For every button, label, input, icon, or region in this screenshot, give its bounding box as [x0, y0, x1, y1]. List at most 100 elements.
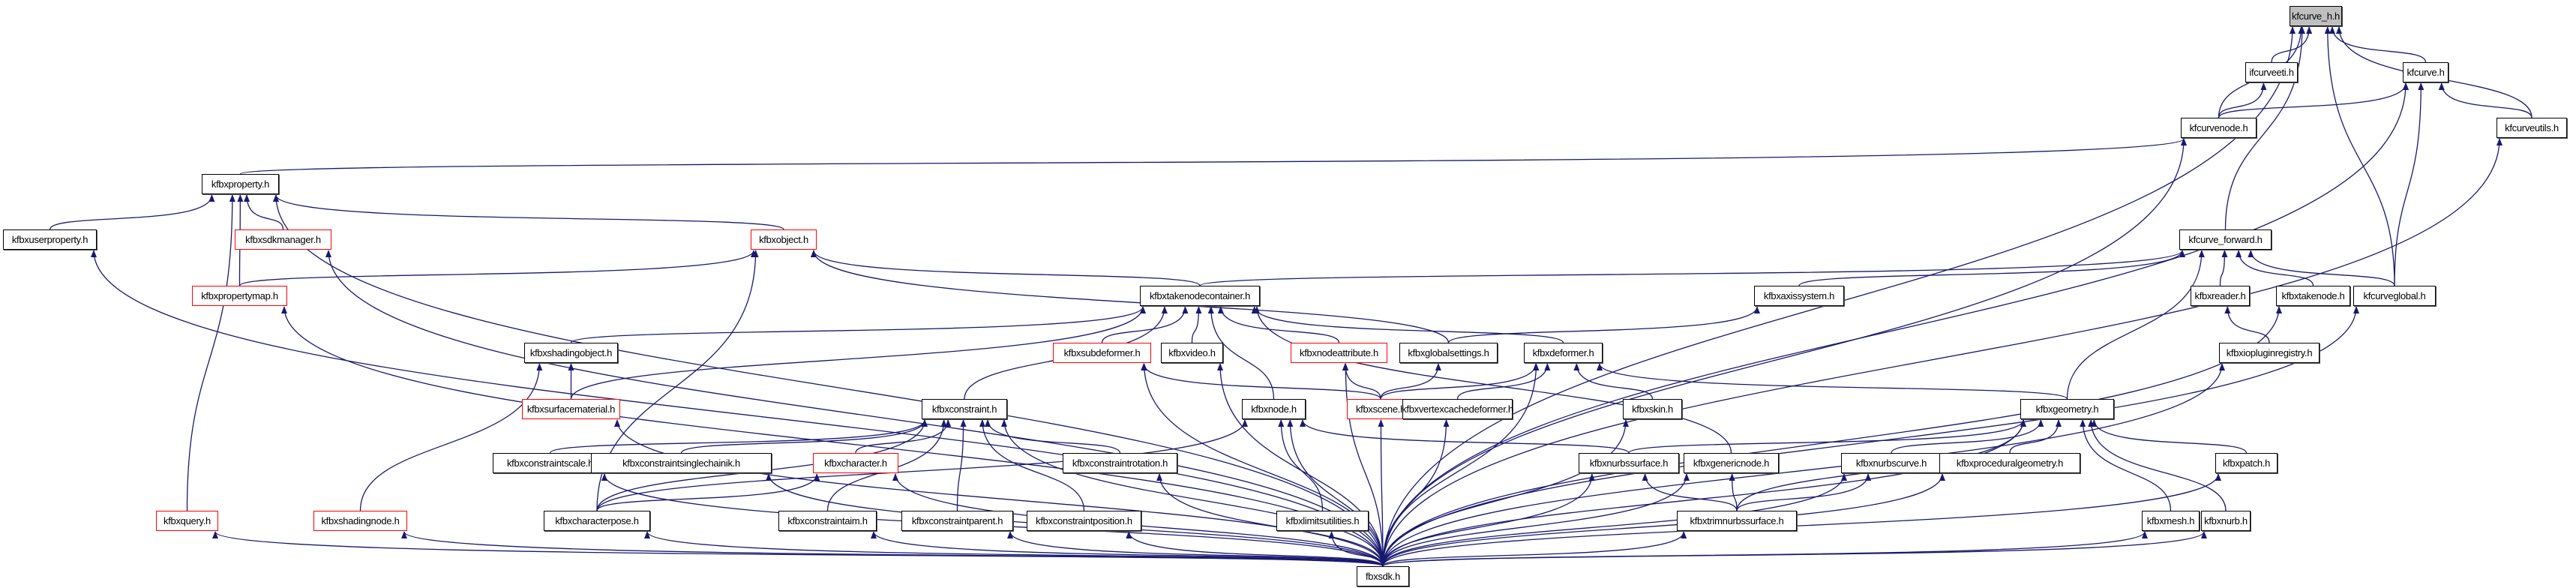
edge-kfbxmesh-to-kfbxgeometry: [2080, 419, 2172, 512]
graph-node-kfbxcharacter[interactable]: kfbxcharacter.h: [813, 453, 898, 473]
edge-kfbxtakenode-to-kfcurve-forward: [2236, 250, 2314, 286]
edge-kfbxglobalsettings-to-kfbxobject: [811, 250, 1450, 344]
edge-kfbxproceduralgeometry-to-kfbxgeometry: [2009, 419, 2062, 454]
graph-node-fbxsdk[interactable]: fbxsdk.h: [1357, 566, 1409, 586]
graph-node-kfbxtrimnurbssurface[interactable]: kfbxtrimnurbssurface.h: [1677, 511, 1797, 531]
graph-node-kfbxnurb[interactable]: kfbxnurb.h: [2201, 511, 2251, 531]
edge-kfbxpatch-to-kfbxgeometry: [2091, 419, 2248, 454]
edge-fbxsdk-to-kfbxuserproperty: [91, 250, 1384, 567]
edge-fbxsdk-to-kfbxproceduralgeometry: [1382, 473, 1945, 567]
graph-node-kfbxnode[interactable]: kfbxnode.h: [1242, 399, 1306, 419]
graph-node-kfcurvenode[interactable]: kfcurvenode.h: [2181, 118, 2257, 138]
graph-node-kfcurve[interactable]: kfcurve.h: [2403, 62, 2449, 82]
edge-fbxsdk-to-kfbxpatch: [1382, 473, 2221, 567]
edge-fbxsdk-to-kfbxconstraintrotation: [1156, 473, 1384, 567]
graph-node-kfbxshadingnode[interactable]: kfbxshadingnode.h: [313, 511, 407, 531]
edge-kfbxconstraintparent-to-kfbxconstraint: [956, 419, 967, 512]
graph-node-kfbxtakenode[interactable]: kfbxtakenode.h: [2276, 286, 2350, 306]
graph-node-kfbxconstraintscale[interactable]: kfbxconstraintscale.h: [493, 453, 607, 473]
edge-kfbxcharacterpose-to-kfbxcharacter: [596, 473, 820, 512]
graph-node-kfcurveglobal[interactable]: kfcurveglobal.h: [2353, 286, 2436, 306]
graph-node-kfbxsdkmanager[interactable]: kfbxsdkmanager.h: [235, 230, 331, 250]
edge-fbxsdk-to-kfbxgenericnode: [1382, 473, 1690, 567]
graph-node-kfbxsubdeformer[interactable]: kfbxsubdeformer.h: [1053, 343, 1151, 363]
graph-node-kfbxconstraintsinglechainik[interactable]: kfbxconstraintsinglechainik.h: [591, 453, 772, 473]
graph-node-kfbxconstraintaim[interactable]: kfbxconstraintaim.h: [778, 511, 877, 531]
graph-node-kfbxsurfacematerial[interactable]: kfbxsurfacematerial.h: [522, 399, 620, 419]
edge-kfcurvenode-to-kfcurve: [2218, 82, 2409, 118]
graph-node-kfcurve-h: kfcurve_h.h: [2290, 6, 2342, 26]
edge-ifcurveeti-to-kfcurve-h: [2271, 26, 2313, 63]
graph-node-kfbxnurbssurface[interactable]: kfbxnurbssurface.h: [1579, 453, 1679, 473]
edge-fbxsdk-to-kfbxsurfacematerial: [614, 419, 1384, 567]
edge-fbxsdk-to-kfbxnurbssurface: [1382, 473, 1595, 567]
graph-node-kfbxvertexcachedeformer[interactable]: kfbxvertexcachedeformer.h: [1402, 399, 1513, 419]
graph-node-kfbxconstraintrotation[interactable]: kfbxconstraintrotation.h: [1063, 453, 1177, 473]
edge-kfbxscene-to-kfbxsubdeformer: [1141, 363, 1381, 400]
edge-fbxsdk-to-kfbxconstraintaim: [871, 531, 1384, 567]
graph-node-kfbxcharacterpose[interactable]: kfbxcharacterpose.h: [544, 511, 650, 531]
edge-kfbxvertexcachedeformer-to-kfbxdeformer: [1456, 363, 1551, 400]
edge-kfcurveutils-to-kfcurve: [2438, 82, 2533, 118]
edge-kfbxskin-to-kfbxdeformer: [1573, 363, 1654, 400]
graph-node-kfbxgeometry[interactable]: kfbxgeometry.h: [2020, 399, 2114, 419]
edge-kfbxscene-to-kfbxnodeattribute: [1342, 363, 1381, 400]
edge-kfbxgeometry-to-kfcurve-forward: [2066, 250, 2205, 400]
edge-kfbxsurfacematerial-to-kfbxtakenodecontainer: [570, 306, 1146, 400]
edge-fbxsdk-to-kfbxmesh: [1382, 531, 2148, 567]
edge-kfbxnode-to-kfbxtakenodecontainer: [1207, 306, 1275, 400]
edge-kfcurveglobal-to-kfcurve-forward: [2248, 250, 2395, 286]
graph-node-kfbxreader[interactable]: kfbxreader.h: [2191, 286, 2250, 306]
graph-node-kfbxaxissystem[interactable]: kfbxaxissystem.h: [1754, 286, 1844, 306]
graph-node-kfbxdeformer[interactable]: kfbxdeformer.h: [1524, 343, 1603, 363]
edge-kfbxscene-to-kfbxdeformer: [1380, 363, 1539, 400]
graph-node-kfcurveutils[interactable]: kfcurveutils.h: [2497, 118, 2567, 138]
edge-kfbxaxissystem-to-kfcurve-forward: [1798, 250, 2185, 286]
edge-kfbxvideo-to-kfbxtakenodecontainer: [1191, 306, 1202, 344]
edge-kfbxgeometry-to-kfbxdeformer: [1597, 363, 2068, 400]
edge-kfbxobject-to-kfbxproperty: [273, 194, 784, 230]
edge-kfcurveglobal-to-kfcurve: [2394, 82, 2425, 286]
graph-node-kfbxgenericnode[interactable]: kfbxgenericnode.h: [1684, 453, 1779, 473]
edge-kfbxnurb-to-kfbxgeometry: [2088, 419, 2227, 512]
graph-node-kfbxconstraintparent[interactable]: kfbxconstraintparent.h: [901, 511, 1013, 531]
edge-fbxsdk-to-kfbxsdkmanager: [325, 250, 1384, 567]
edge-kfbxcharacter-to-kfbxconstraint: [855, 419, 952, 454]
graph-node-kfbxvideo[interactable]: kfbxvideo.h: [1161, 343, 1223, 363]
edge-kfbxproperty-to-kfcurvenode: [239, 138, 2187, 175]
edge-fbxsdk-to-kfbxconstraint: [1001, 419, 1384, 567]
graph-node-kfbxuserproperty[interactable]: kfbxuserproperty.h: [3, 230, 97, 250]
graph-node-kfbxproperty[interactable]: kfbxproperty.h: [202, 174, 279, 194]
graph-node-kfbxnurbscurve[interactable]: kfbxnurbscurve.h: [1841, 453, 1942, 473]
graph-node-kfbxnodeattribute[interactable]: kfbxnodeattribute.h: [1291, 343, 1387, 363]
graph-node-kfbxobject[interactable]: kfbxobject.h: [751, 230, 817, 250]
graph-node-kfbxpropertymap[interactable]: kfbxpropertymap.h: [192, 286, 287, 306]
graph-node-kfbxproceduralgeometry[interactable]: kfbxproceduralgeometry.h: [1939, 453, 2080, 473]
edge-kfbxiopluginregistry-to-kfbxreader: [2224, 306, 2270, 344]
graph-node-kfbxconstraintposition[interactable]: kfbxconstraintposition.h: [1027, 511, 1141, 531]
graph-node-kfbxskin[interactable]: kfbxskin.h: [1623, 399, 1682, 419]
graph-node-kfbxshadingobject[interactable]: kfbxshadingobject.h: [524, 343, 618, 363]
edge-fbxsdk-to-kfbxskin: [1382, 419, 1629, 567]
graph-node-kfbxlimitsutilities[interactable]: kfbxlimitsutilities.h: [1276, 511, 1369, 531]
graph-node-kfcurve-forward[interactable]: kfcurve_forward.h: [2179, 230, 2272, 250]
edge-kfbxtakenodecontainer-to-kfcurve-forward: [1199, 250, 2185, 286]
graph-node-kfbxquery[interactable]: kfbxquery.h: [156, 511, 218, 531]
edge-kfbxgenericnode-to-kfbxtakenodecontainer: [1254, 306, 1732, 454]
edge-kfbxtrimnurbssurface-to-kfbxnurbssurface: [1642, 473, 1738, 512]
graph-node-kfbxtakenodecontainer[interactable]: kfbxtakenodecontainer.h: [1140, 286, 1260, 306]
graph-node-kfbxmesh[interactable]: kfbxmesh.h: [2142, 511, 2200, 531]
edge-fbxsdk-to-kfbxnurbscurve: [1382, 473, 1847, 567]
edge-fbxsdk-to-kfbxnurb: [1382, 531, 2207, 567]
edge-kfbxtrimnurbssurface-to-kfbxgenericnode: [1729, 473, 1738, 512]
graph-node-ifcurveeti[interactable]: ifcurveeti.h: [2245, 62, 2298, 82]
edge-kfbxtakenodecontainer-to-kfbxobject: [811, 250, 1201, 286]
graph-node-kfbxconstraint[interactable]: kfbxconstraint.h: [922, 399, 1007, 419]
edge-kfbxquery-to-kfbxproperty: [186, 194, 235, 512]
graph-node-kfbxglobalsettings[interactable]: kfbxglobalsettings.h: [1399, 343, 1498, 363]
edge-kfbxnurbssurface-to-kfbxnode: [1300, 419, 1630, 454]
graph-node-kfbxiopluginregistry[interactable]: kfbxiopluginregistry.h: [2219, 343, 2320, 363]
edge-kfbxnurbssurface-to-kfbxgeometry: [1628, 419, 2026, 454]
graph-node-kfbxpatch[interactable]: kfbxpatch.h: [2215, 453, 2278, 473]
